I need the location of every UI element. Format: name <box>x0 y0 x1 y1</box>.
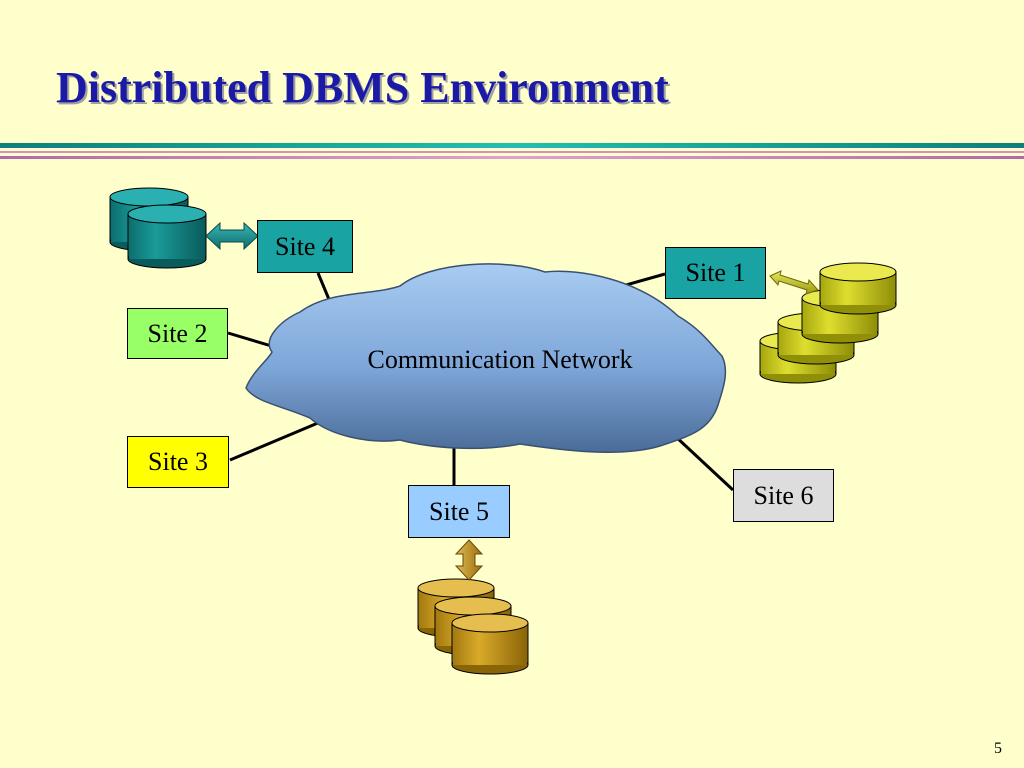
link-site-6 <box>673 434 735 492</box>
site-6-box: Site 6 <box>733 469 834 522</box>
site-3-label: Site 3 <box>148 447 208 476</box>
site-1-box: Site 1 <box>665 247 766 299</box>
olive-double-arrow-icon <box>769 270 819 295</box>
slide-number: 5 <box>994 740 1002 757</box>
communication-network-cloud <box>245 263 727 453</box>
gold-double-arrow-icon <box>454 539 484 581</box>
site-6-label: Site 6 <box>753 480 814 510</box>
site-2-label: Site 2 <box>147 318 208 348</box>
site-5-box: Site 5 <box>408 485 510 538</box>
site-5-label: Site 5 <box>429 496 489 526</box>
slide-title: Distributed DBMS Environment <box>56 63 669 112</box>
title-rule-pink <box>0 151 1024 153</box>
communication-network-label: Communication Network <box>367 345 632 374</box>
site-3-box: Site 3 <box>127 436 229 488</box>
site-4-label: Site 4 <box>275 231 335 261</box>
teal-double-arrow-icon <box>205 221 259 251</box>
site-2-box: Site 2 <box>127 308 228 359</box>
teal-database-icon <box>109 187 207 269</box>
olive-database-icon <box>759 262 897 384</box>
site-1-label: Site 1 <box>685 258 746 287</box>
title-rule-teal <box>0 143 1024 148</box>
link-site-3 <box>229 418 326 462</box>
site-4-box: Site 4 <box>257 220 353 273</box>
title-rule-thin <box>0 156 1024 159</box>
gold-database-icon <box>417 578 529 675</box>
